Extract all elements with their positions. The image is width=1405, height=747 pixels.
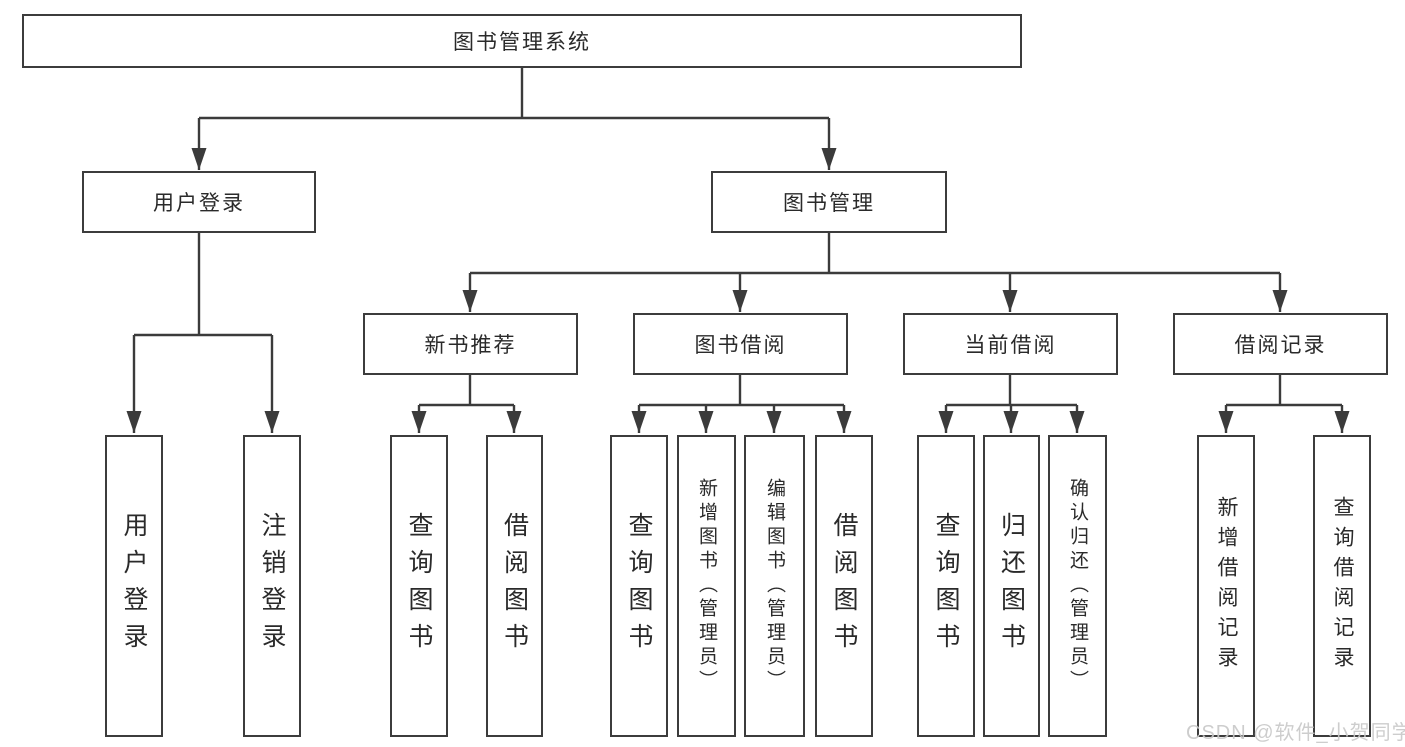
csdn-watermark: CSDN @软件_小贺同学 — [1186, 722, 1405, 744]
node-label: 用户登录 — [153, 192, 245, 215]
leaf-return-books: 归还图书 — [983, 435, 1040, 737]
node-new-book-recommendation: 新书推荐 — [363, 313, 578, 375]
leaf-add-borrow-record: 新增借阅记录 — [1197, 435, 1255, 737]
leaf-confirm-return-admin: 确认归还（管理员） — [1048, 435, 1107, 737]
node-current-borrowing: 当前借阅 — [903, 313, 1118, 375]
node-borrowing-records: 借阅记录 — [1173, 313, 1388, 375]
leaf-query-books-current: 查询图书 — [917, 435, 975, 737]
leaf-query-books-recommend: 查询图书 — [390, 435, 448, 737]
leaf-borrow-books-recommend: 借阅图书 — [486, 435, 543, 737]
leaf-user-login: 用户登录 — [105, 435, 163, 737]
node-label: 新书推荐 — [424, 334, 517, 357]
leaf-label: 查询借阅记录 — [1331, 496, 1354, 676]
leaf-label: 新增图书（管理员） — [696, 478, 717, 694]
leaf-add-book-admin: 新增图书（管理员） — [677, 435, 736, 737]
node-book-borrowing: 图书借阅 — [633, 313, 848, 375]
leaf-borrow-books-borrowing: 借阅图书 — [815, 435, 873, 737]
leaf-label: 借阅图书 — [830, 512, 858, 660]
leaf-label: 注销登录 — [258, 512, 286, 660]
leaf-label: 查询图书 — [405, 512, 433, 660]
leaf-query-borrow-record: 查询借阅记录 — [1313, 435, 1371, 737]
node-library-management-system: 图书管理系统 — [22, 14, 1022, 68]
leaf-label: 新增借阅记录 — [1215, 496, 1238, 676]
leaf-label: 归还图书 — [997, 512, 1026, 660]
node-label: 图书管理 — [783, 192, 875, 215]
leaf-logout: 注销登录 — [243, 435, 301, 737]
node-book-management: 图书管理 — [711, 171, 947, 233]
node-label: 图书管理系统 — [453, 31, 591, 54]
node-label: 图书借阅 — [694, 334, 787, 357]
leaf-label: 编辑图书（管理员） — [764, 478, 785, 694]
leaf-label: 借阅图书 — [500, 512, 529, 660]
node-label: 借阅记录 — [1234, 334, 1327, 357]
node-label: 当前借阅 — [964, 334, 1057, 357]
leaf-label: 查询图书 — [932, 512, 960, 660]
leaf-query-books-borrowing: 查询图书 — [610, 435, 668, 737]
leaf-label: 确认归还（管理员） — [1067, 478, 1088, 694]
leaf-edit-book-admin: 编辑图书（管理员） — [744, 435, 805, 737]
leaf-label: 查询图书 — [625, 512, 653, 660]
leaf-label: 用户登录 — [120, 512, 148, 660]
node-user-login: 用户登录 — [82, 171, 316, 233]
